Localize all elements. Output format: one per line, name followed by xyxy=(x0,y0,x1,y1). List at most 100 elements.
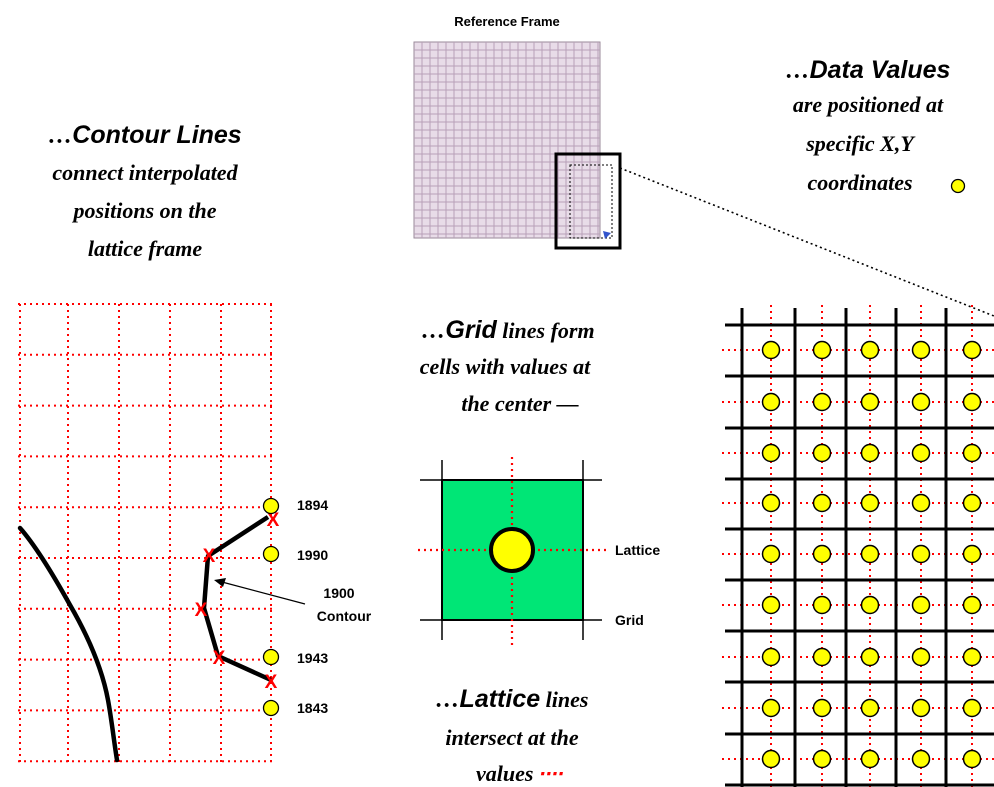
data-point-icon xyxy=(911,595,931,615)
value-label-1843: 1843 xyxy=(297,700,328,716)
lattice-line-1-rest: lines xyxy=(540,687,588,712)
data-point-icon xyxy=(812,595,832,615)
data-point-icon xyxy=(812,392,832,412)
value-label-1990: 1990 xyxy=(297,547,328,563)
data-point-icon xyxy=(860,595,880,615)
data-values-caption: …Data Values are positioned at specific … xyxy=(786,56,966,195)
data-point-icon xyxy=(262,699,280,717)
data-point-icon xyxy=(962,340,982,360)
contour-ellipsis: … xyxy=(48,123,72,149)
data-point-icon xyxy=(911,647,931,667)
svg-text:…Data Values: …Data Values xyxy=(786,56,951,84)
data-point-icon xyxy=(860,340,880,360)
arrow-icon xyxy=(603,231,611,239)
grid-ellipsis: … xyxy=(421,318,445,344)
data-point-icon xyxy=(860,392,880,412)
data-point-icon xyxy=(860,698,880,718)
zoomed-grid xyxy=(722,305,994,787)
data-point-icon xyxy=(761,698,781,718)
lattice-ellipsis: … xyxy=(436,687,460,713)
contour-line-2: positions on the xyxy=(71,198,216,223)
zoom-region-inner xyxy=(569,164,613,239)
data-point-icon xyxy=(761,749,781,769)
data-point-icon xyxy=(761,340,781,360)
data-point-icon xyxy=(860,647,880,667)
data-point-icon xyxy=(911,749,931,769)
data-point-icon xyxy=(962,647,982,667)
dotted-line-icon: ∙∙∙∙ xyxy=(540,761,564,786)
data-point-icon xyxy=(262,545,280,563)
contour-data-points xyxy=(262,497,280,717)
data-values-ellipsis: … xyxy=(786,58,810,84)
contour-x-marker-icon: X xyxy=(213,648,226,669)
data-point-icon xyxy=(761,493,781,513)
data-point-icon xyxy=(950,178,966,194)
data-point-icon xyxy=(962,595,982,615)
reference-frame-grid xyxy=(414,42,600,238)
zoomed-data-points xyxy=(761,340,982,769)
data-point-icon xyxy=(812,493,832,513)
data-point-icon xyxy=(812,647,832,667)
contour-x-marker-icon: X xyxy=(203,546,216,567)
contour-lines-caption: …Contour Lines connect interpolated posi… xyxy=(48,121,242,261)
data-point-icon xyxy=(911,493,931,513)
data-point-icon xyxy=(911,443,931,463)
data-point-icon xyxy=(761,647,781,667)
value-label-1943: 1943 xyxy=(297,650,328,666)
data-values-line-3: coordinates xyxy=(807,170,912,195)
data-point-icon xyxy=(962,392,982,412)
data-point-icon xyxy=(262,648,280,666)
data-values-line-2: specific X,Y xyxy=(805,131,916,156)
data-point-icon xyxy=(911,698,931,718)
contour-x-marker-icon: X xyxy=(267,510,280,531)
data-point-icon xyxy=(962,698,982,718)
svg-text:values∙∙∙∙: values ∙∙∙∙ xyxy=(476,761,564,786)
grid-term: Grid xyxy=(445,316,497,344)
contour-label-year: 1900 xyxy=(323,585,354,601)
data-point-icon xyxy=(761,544,781,564)
contour-label-word: Contour xyxy=(317,608,372,624)
zoom-connector-top xyxy=(619,167,994,317)
data-point-icon xyxy=(812,698,832,718)
data-point-icon xyxy=(812,340,832,360)
data-point-icon xyxy=(812,443,832,463)
cell-legend: Lattice Grid xyxy=(418,457,660,646)
data-point-icon xyxy=(761,595,781,615)
reference-frame-title: Reference Frame xyxy=(454,14,560,29)
lattice-caption: …Lattice lines intersect at the values ∙∙… xyxy=(436,685,589,786)
data-point-icon xyxy=(860,544,880,564)
contour-line-1: connect interpolated xyxy=(52,160,238,185)
contour-line-black xyxy=(17,525,120,763)
grid-line-2: cells with values at xyxy=(420,354,591,379)
data-point-icon xyxy=(962,493,982,513)
grid-line-3: the center — xyxy=(461,391,578,416)
lattice-term: Lattice xyxy=(460,685,541,713)
grid-caption: …Grid lines form cells with values at th… xyxy=(420,316,595,416)
contour-lattice xyxy=(18,303,274,763)
svg-text:…Grid lines form: …Grid lines form xyxy=(421,316,594,344)
data-point-icon xyxy=(860,443,880,463)
contour-line-3: lattice frame xyxy=(88,236,202,261)
data-point-icon xyxy=(911,392,931,412)
data-point-icon xyxy=(962,443,982,463)
zoom-region-box xyxy=(554,152,622,250)
data-point-icon xyxy=(911,340,931,360)
grid-line-1-rest: lines form xyxy=(497,318,595,343)
arrow-icon xyxy=(214,578,226,587)
contour-pointer-line xyxy=(221,581,306,605)
contour-term: Contour Lines xyxy=(72,121,242,149)
reference-frame: Reference Frame xyxy=(413,14,994,317)
lattice-line-2: intersect at the xyxy=(445,725,578,750)
data-point-icon xyxy=(962,749,982,769)
svg-text:…Contour Lines: …Contour Lines xyxy=(48,121,242,149)
data-point-icon xyxy=(962,544,982,564)
zoomed-grid-lines xyxy=(725,308,994,787)
grid-legend-label: Grid xyxy=(615,612,644,628)
data-point-icon xyxy=(812,749,832,769)
data-point-icon xyxy=(812,544,832,564)
data-point-icon xyxy=(489,527,535,573)
lattice-line-3: values xyxy=(476,761,533,786)
